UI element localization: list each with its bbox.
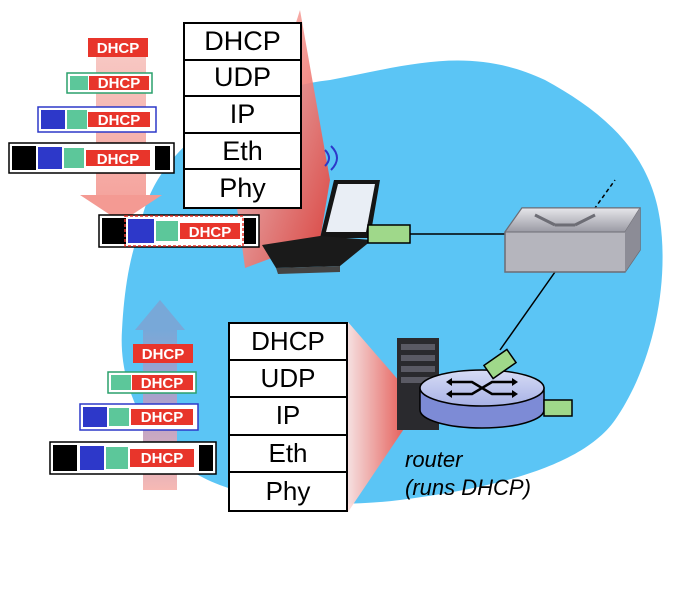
packet-dhcp-label: DHCP [97, 151, 140, 168]
packet-dhcp-label: DHCP [98, 75, 141, 92]
packet-dhcp-label: DHCP [141, 450, 184, 467]
router-port-top [482, 348, 518, 380]
switch-icon [504, 207, 641, 273]
packet-eth-frame: DHCP [8, 142, 175, 174]
packet-dhcp-only: DHCP [88, 38, 148, 57]
router-icon [419, 369, 545, 429]
laptop-port [367, 224, 411, 244]
server-protocol-stack: DHCP UDP IP Eth Phy [228, 322, 348, 512]
server-layer-dhcp: DHCP [230, 324, 346, 362]
client-layer-udp: UDP [185, 61, 300, 98]
packet-dhcp-label: DHCP [141, 375, 184, 392]
packet-eth-frame: DHCP [49, 441, 217, 475]
packet-dhcp-label: DHCP [142, 346, 185, 363]
client-layer-eth: Eth [185, 134, 300, 171]
client-layer-ip: IP [185, 97, 300, 134]
packet-udp-segment: DHCP [107, 371, 197, 394]
packet-dhcp-label: DHCP [98, 112, 141, 129]
client-protocol-stack: DHCP UDP IP Eth Phy [183, 22, 302, 209]
wifi-icon [324, 145, 338, 171]
packet-dhcp-only: DHCP [133, 344, 193, 363]
server-layer-ip: IP [230, 398, 346, 436]
packet-dhcp-label: DHCP [189, 224, 232, 241]
packet-on-wire-client: DHCP [98, 214, 260, 248]
link-switch-router [499, 271, 556, 351]
laptop-icon [262, 180, 380, 274]
client-layer-phy: Phy [219, 173, 266, 204]
packet-dhcp-label: DHCP [97, 40, 140, 57]
packet-dhcp-label: DHCP [141, 409, 184, 426]
server-funnel [348, 322, 420, 512]
server-layer-phy: Phy [265, 475, 311, 506]
packet-ip-datagram: DHCP [37, 106, 157, 133]
packet-ip-datagram: DHCP [79, 403, 199, 431]
packet-udp-segment: DHCP [66, 72, 153, 94]
router-port-right [543, 399, 573, 417]
router-caption-line1: router [405, 447, 463, 472]
router-caption: router (runs DHCP) [405, 446, 531, 502]
server-layer-eth: Eth [230, 436, 346, 473]
router-caption-line2: (runs DHCP) [405, 475, 531, 500]
server-layer-udp: UDP [230, 361, 346, 399]
client-layer-dhcp: DHCP [185, 24, 300, 61]
